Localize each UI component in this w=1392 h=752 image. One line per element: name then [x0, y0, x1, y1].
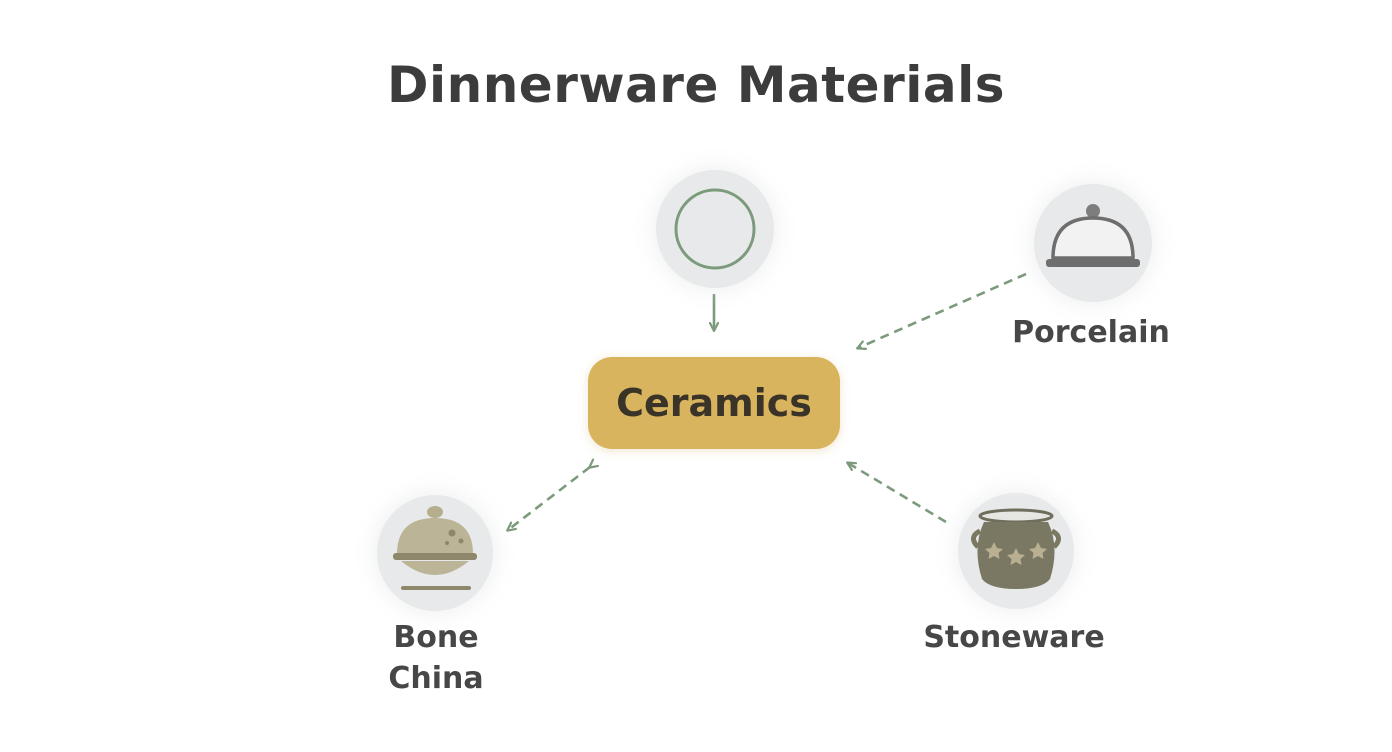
plate-icon	[674, 188, 756, 270]
bone-china-label-line1: Bone	[393, 620, 479, 655]
porcelain-label: Porcelain	[1012, 315, 1170, 350]
bone-china-label: Bone China	[356, 617, 516, 699]
bone-china-node	[377, 495, 493, 611]
connector-porcelain-to-ceramics	[858, 272, 1027, 348]
connector-ceramics-bone-china	[508, 467, 590, 530]
ceramics-label: Ceramics	[616, 381, 812, 425]
cloche-icon	[1046, 204, 1140, 267]
ceramics-node: Ceramics	[588, 357, 840, 449]
stoneware-label: Stoneware	[923, 620, 1105, 655]
stoneware-node	[958, 493, 1074, 609]
pot-icon	[971, 508, 1061, 589]
connector-stoneware-to-ceramics	[848, 463, 947, 524]
covered-dish-icon	[393, 506, 477, 590]
bone-china-label-line2: China	[388, 661, 484, 696]
porcelain-node	[1034, 184, 1152, 302]
diagram-title: Dinnerware Materials	[386, 56, 1006, 114]
plate-node	[656, 170, 774, 288]
